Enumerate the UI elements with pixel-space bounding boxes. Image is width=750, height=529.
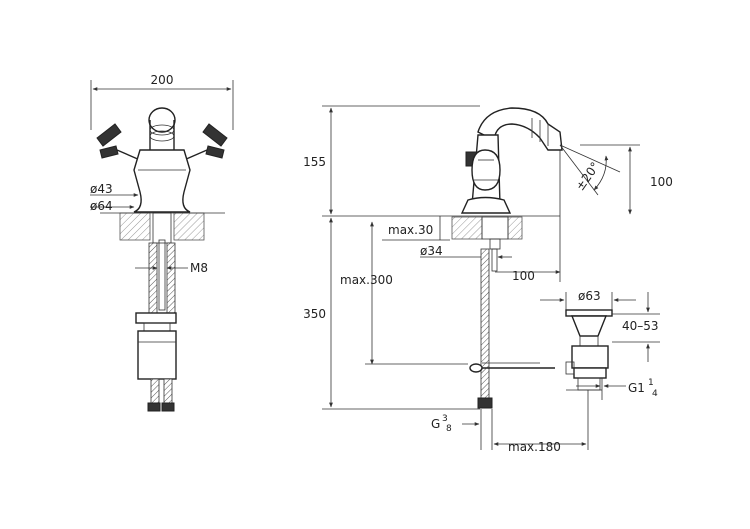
diam-34-label: ø34: [420, 244, 443, 258]
left-handle: [96, 123, 141, 161]
max-180-label: max.180: [508, 440, 561, 454]
reach-100-label: 100: [512, 269, 535, 283]
angle-20-label: ±20°: [573, 159, 602, 193]
spray-height-100-label: 100: [650, 175, 673, 189]
height-350-label: 350: [303, 307, 326, 321]
front-view: 200 ø43 ø64: [90, 73, 234, 412]
side-view: 155 350 max.300 max.30 ø34 100 ±20°: [303, 105, 673, 454]
diam-43-label: ø43: [90, 182, 113, 196]
g-one-quarter-num: 1: [648, 378, 654, 388]
diam-64-label: ø64: [90, 199, 113, 213]
g-three-eighths-label: G: [431, 417, 440, 431]
right-handle: [183, 123, 228, 161]
range-40-53-label: 40–53: [622, 319, 659, 333]
g-one-quarter-den: 4: [652, 389, 658, 399]
height-155-label: 155: [303, 155, 326, 169]
diam-63-label: ø63: [578, 289, 601, 303]
g-three-eighths-num: 3: [442, 414, 448, 424]
max-300-label: max.300: [340, 273, 393, 287]
g-three-eighths-den: 8: [446, 424, 452, 434]
max-30-label: max.30: [388, 223, 433, 237]
g-one-quarter-label: G1: [628, 381, 645, 395]
width-200-label: 200: [151, 73, 174, 87]
m8-label: M8: [190, 261, 208, 275]
